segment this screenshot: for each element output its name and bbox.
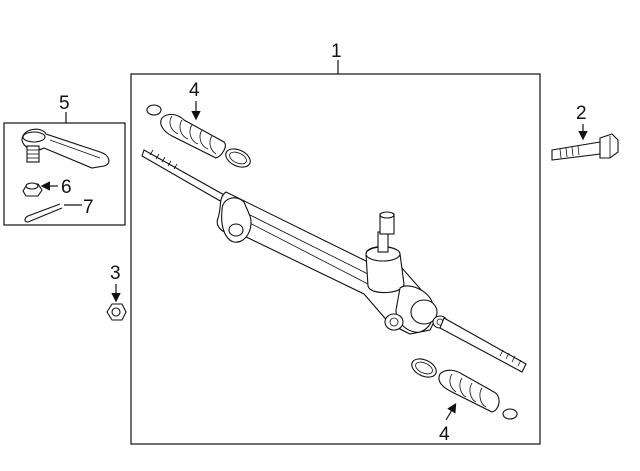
cotter-pin-part — [24, 203, 63, 223]
callout-4-bottom: 4 — [439, 424, 450, 445]
callout-1: 1 — [331, 41, 342, 62]
assembly-frame — [130, 73, 541, 445]
steering-rack-part — [141, 149, 527, 373]
bolt-part — [551, 133, 619, 161]
castle-nut-part — [22, 182, 43, 197]
flange-nut-part — [106, 303, 127, 321]
callout-6: 6 — [61, 177, 72, 198]
callout-7: 7 — [83, 197, 94, 218]
tie-rod-end-frame — [3, 122, 126, 226]
callout-3: 3 — [110, 263, 121, 284]
callout-4-top: 4 — [189, 80, 200, 101]
callout-5: 5 — [59, 93, 70, 114]
bellows-boot-bottom-part — [411, 358, 518, 420]
tie-rod-end-part — [21, 128, 110, 169]
bellows-boot-top-part — [146, 104, 251, 168]
callout-2: 2 — [576, 103, 587, 124]
